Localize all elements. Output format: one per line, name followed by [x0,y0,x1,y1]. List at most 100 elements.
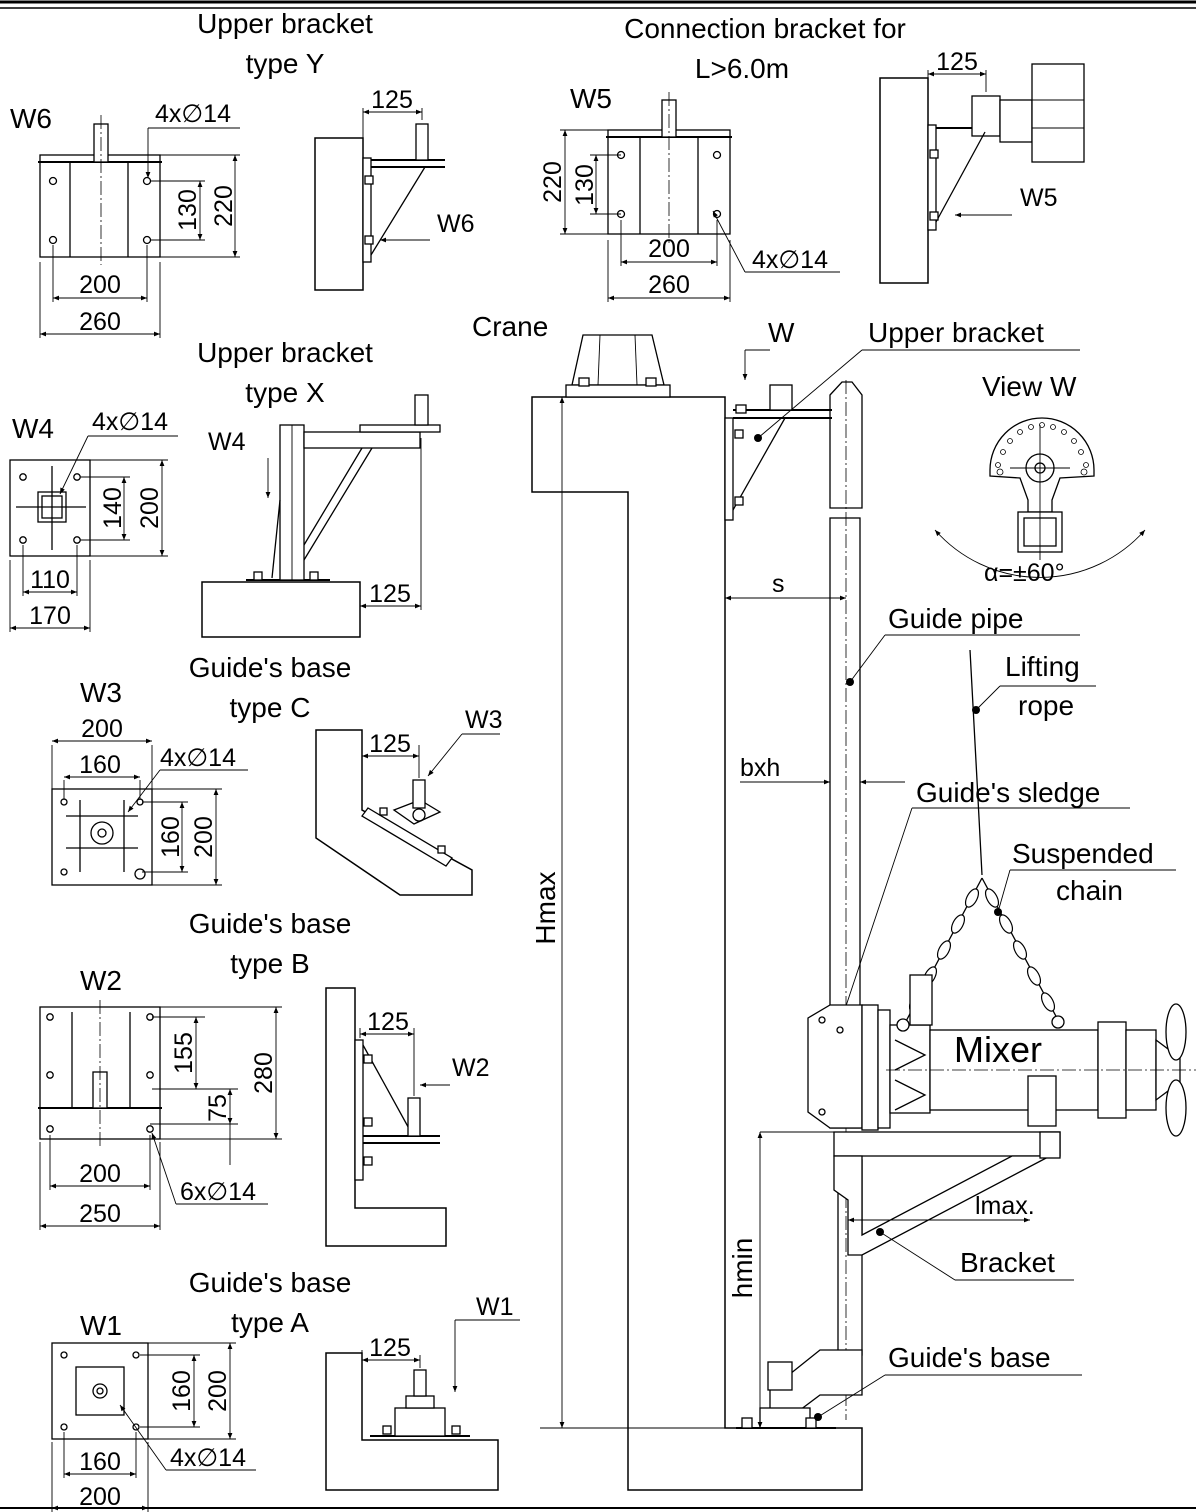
mixer-label: Mixer [954,1029,1042,1070]
offset-125: 125 [369,1334,411,1362]
connection-bracket-subtitle: L>6.0m [695,53,789,84]
view-w-label: View W [982,371,1077,402]
holes-4x14: 4x∅14 [170,1444,246,1472]
connection-side-view: 125 W5 [879,48,1085,284]
dim-75: 75 [204,1094,232,1122]
dim-110: 110 [30,566,70,594]
lifting-rope-label-1: Lifting [1005,651,1080,682]
guide-pipe-label: Guide pipe [888,603,1023,634]
holes-4x14: 4x∅14 [92,408,168,436]
guides-sledge-label: Guide's sledge [916,777,1100,808]
suspended-chain-label-2: chain [1056,875,1123,906]
hmax-label: Hmax [530,871,561,944]
bracket-side-view: 125 W6 [314,86,475,291]
guide-pipe-leader: Guide pipe [846,603,1080,686]
dim-160: 160 [79,751,121,779]
mixer-unit: Mixer [807,974,1196,1137]
guides-base-type-c: Guide's base type C W3 200 160 20 [51,652,503,896]
upper-bracket-label: Upper bracket [868,317,1044,348]
offset-125: 125 [936,48,978,76]
guides-sledge-leader: Guide's sledge [837,777,1130,1031]
lifting-rope-label-2: rope [1018,690,1074,721]
dim-140: 140 [99,487,127,529]
base-c-subtitle: type C [230,692,311,723]
dim-260: 260 [79,308,121,336]
connection-bracket: Connection bracket for L>6.0m W5 220 130 [539,13,1085,302]
crane-label: Crane [472,311,548,342]
dim-220: 220 [210,185,238,227]
dimensions-type-x: 200 140 110 170 4x∅14 [9,408,178,632]
view-label-w6: W6 [10,103,52,134]
dim-130: 130 [174,189,202,231]
main-assembly: Crane W Upper bracket View W [472,311,1196,1491]
hmin-label: hmin [727,1238,758,1299]
dim-200: 200 [79,1483,121,1511]
dimensions-type-y: 220 130 200 260 4x∅14 [39,100,240,338]
bxh-label: bxh [740,754,780,782]
base-c-side-view: 125 W3 [315,706,503,896]
dim-250: 250 [79,1200,121,1228]
connection-bracket-title: Connection bracket for [624,13,906,44]
adjustment-holes [995,422,1089,476]
upper-bracket-assembly: W Upper bracket [724,317,1080,521]
offset-125: 125 [369,730,411,758]
arrow-label-w2: W2 [452,1054,490,1082]
holes-4x14: 4x∅14 [160,744,236,772]
arrow-label-w1: W1 [476,1293,514,1321]
crane: Crane [472,311,671,398]
mixer-bracket: lmax. Bracket [833,1131,1074,1281]
dim-160-vertical: 160 [168,1370,196,1412]
base-a-top-view [51,1342,149,1440]
dim-200-vertical: 200 [204,1370,232,1412]
dimensions-type-b: 280 155 75 200 250 6x∅14 [39,1006,282,1230]
base-b-side-view: 125 W2 [325,987,490,1247]
base-c-top-view [51,788,153,886]
dim-200: 200 [648,235,690,263]
offset-125: 125 [371,86,413,114]
dimensions-connection: 220 130 200 260 4x∅14 [539,129,840,302]
view-label-w3: W3 [80,677,122,708]
base-plate-top-view [9,459,91,557]
dim-170: 170 [29,602,71,630]
dim-bxh: bxh [740,754,905,785]
angle-label: α=±60° [984,559,1065,587]
upper-bracket-y-subtitle: type Y [246,48,325,79]
s-label: s [772,570,785,598]
lmax-label: lmax. [975,1192,1035,1220]
base-a-side-view: 125 W1 [325,1293,520,1491]
suspended-chain-label-1: Suspended [1012,838,1154,869]
w-arrow-label: W [768,317,795,348]
dim-160-vertical: 160 [157,816,185,858]
dim-130: 130 [571,164,599,206]
base-b-title: Guide's base [189,908,352,939]
dimensions-type-c: 200 160 200 160 4x∅14 [51,715,248,886]
guide-pipe [829,380,863,1420]
dim-280: 280 [250,1052,278,1094]
dim-200-vertical: 200 [190,816,218,858]
view-label-w2: W2 [80,965,122,996]
base-b-top-view [38,1000,162,1148]
dim-155: 155 [170,1032,198,1074]
dim-200: 200 [81,715,123,743]
guides-base-assembly: Guide's base [736,1342,1082,1429]
dim-hmax: Hmax [530,397,725,1429]
upper-bracket-x-subtitle: type X [245,377,325,408]
connection-plate-front [606,92,732,243]
dim-s: s [725,570,846,601]
base-a-title: Guide's base [189,1267,352,1298]
base-c-title: Guide's base [189,652,352,683]
upper-bracket-x-title: Upper bracket [197,337,373,368]
bracket-x-side-view: W4 125 [201,394,441,638]
holes-4x14: 4x∅14 [155,100,231,128]
plate-front-view [38,115,162,265]
dim-160: 160 [79,1448,121,1476]
dim-200: 200 [79,1160,121,1188]
view-w-detail: View W α=±60° [934,371,1146,587]
suspended-chain: Suspended chain [903,838,1176,1026]
arrow-label-w3: W3 [465,706,503,734]
holes-4x14: 4x∅14 [752,246,828,274]
bracket-label: Bracket [960,1247,1055,1278]
view-label-w5: W5 [570,83,612,114]
